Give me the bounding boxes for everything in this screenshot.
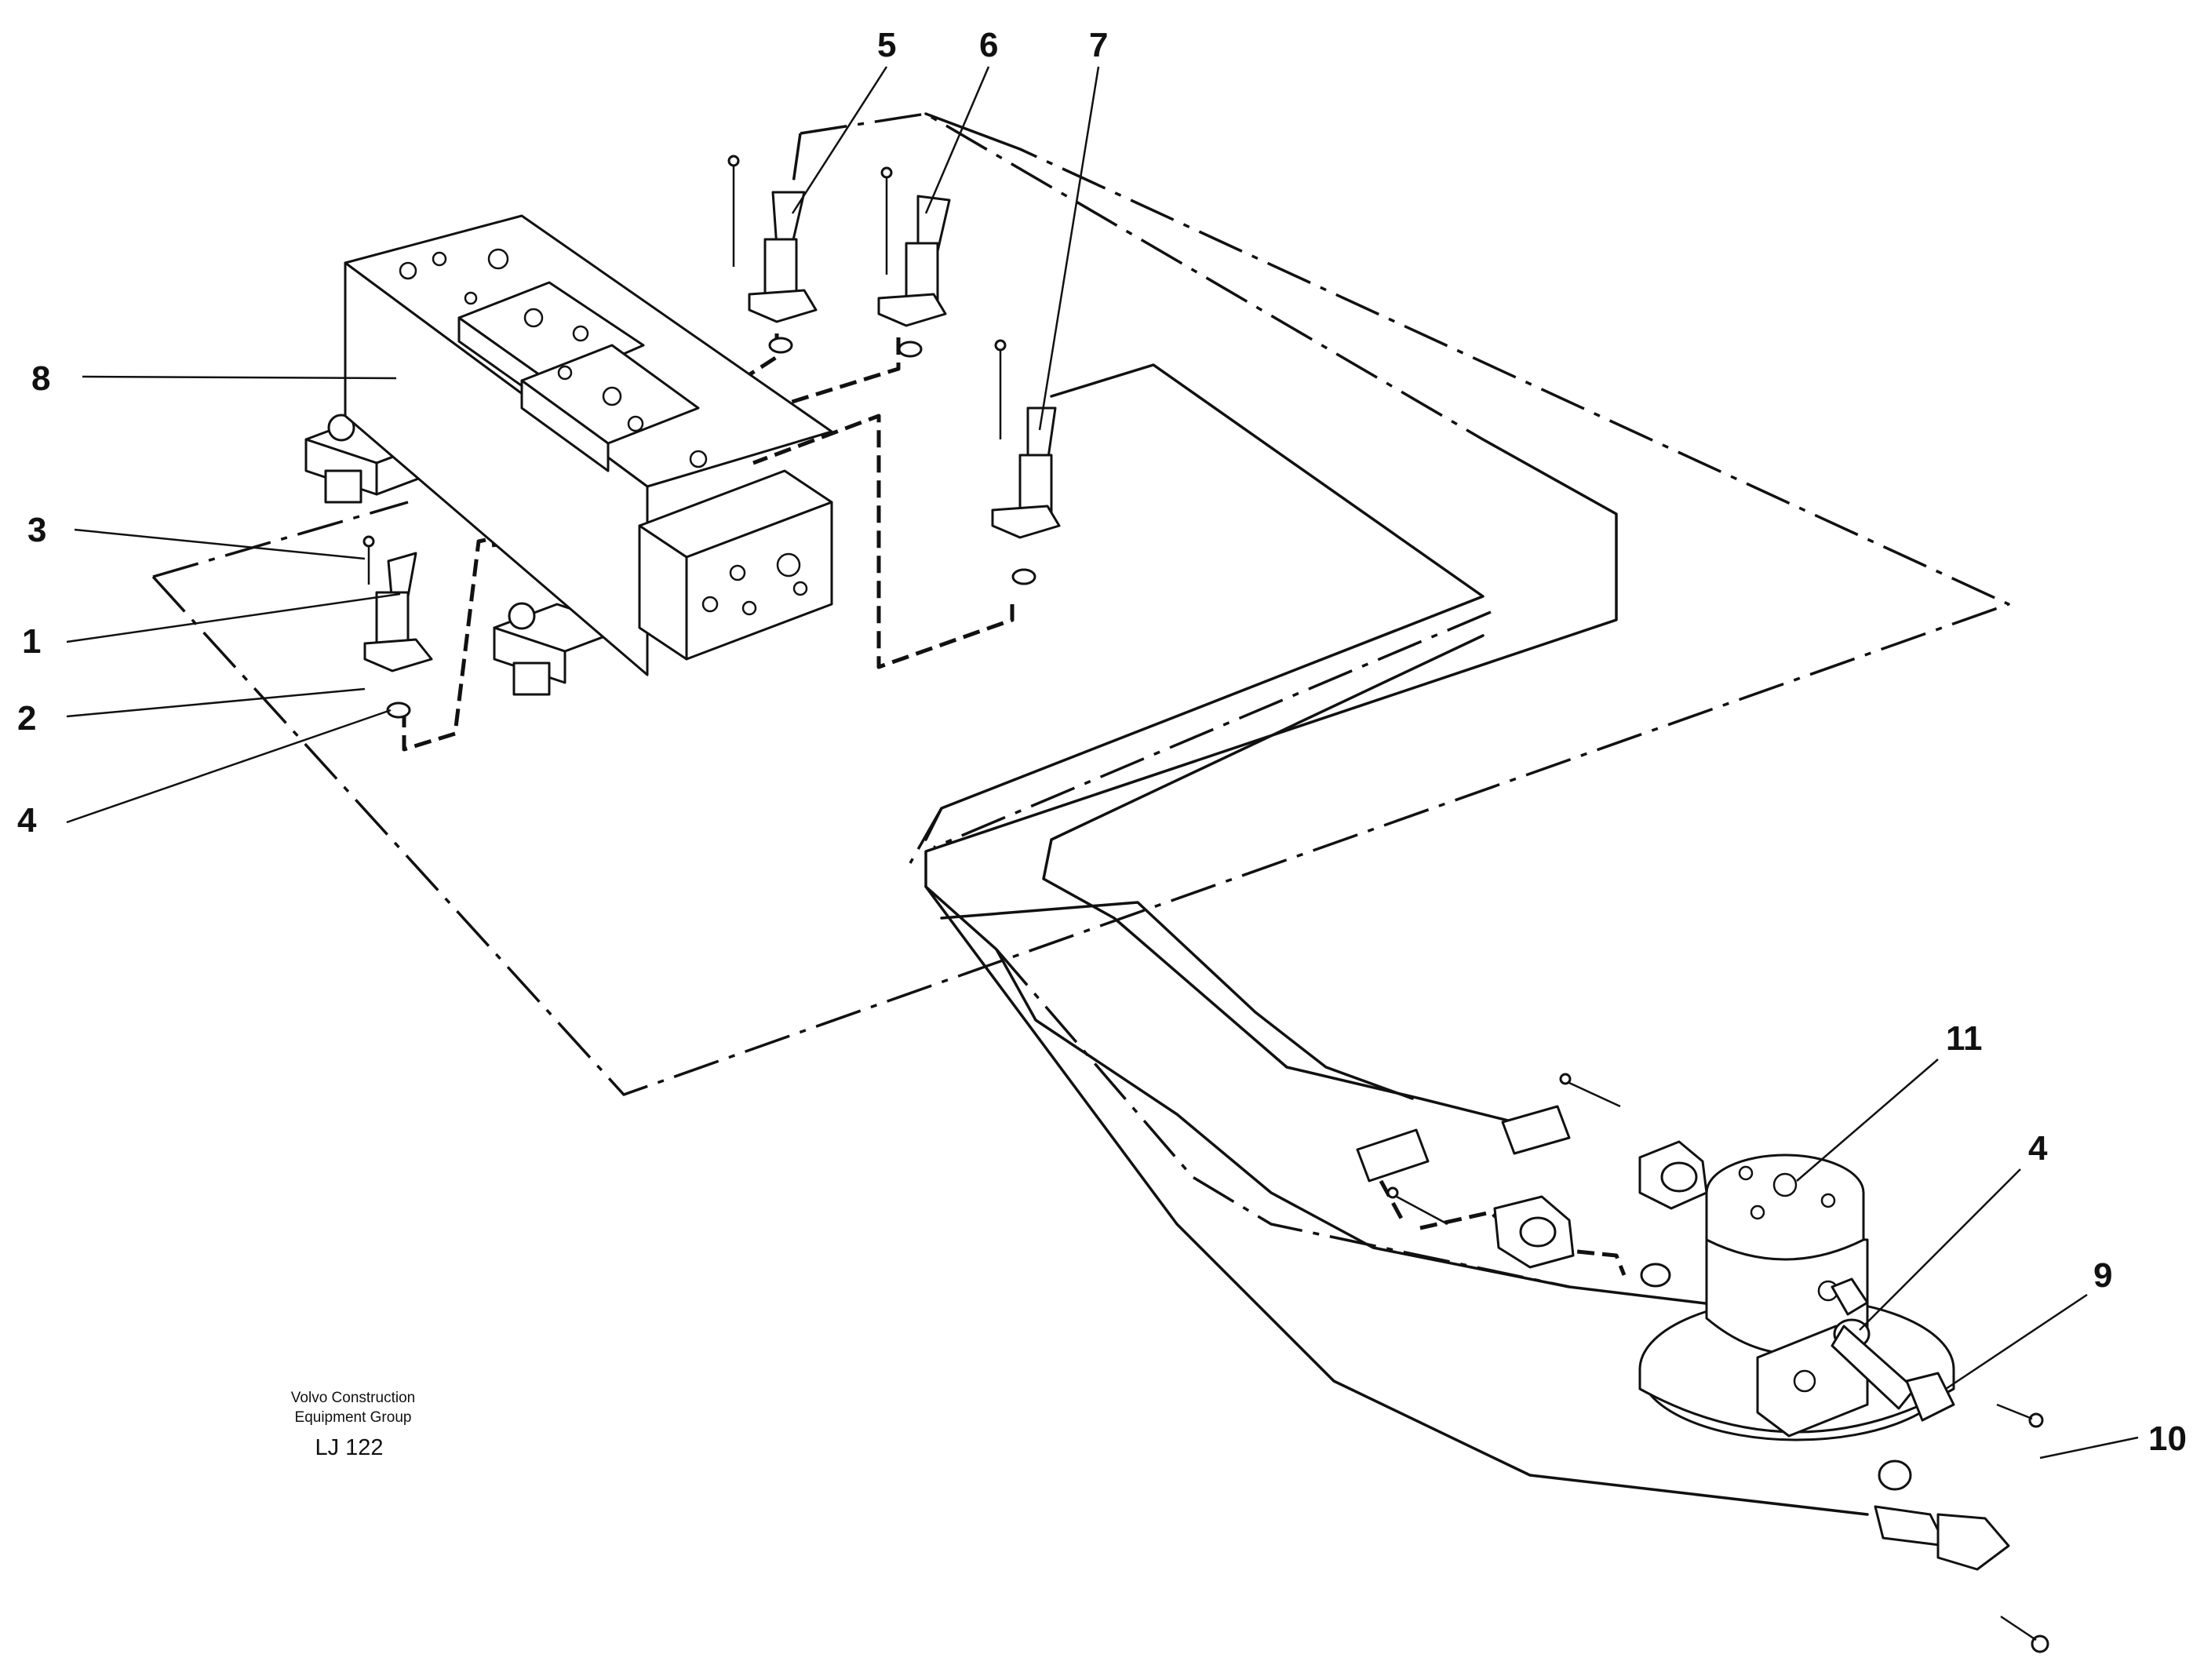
callout-4-left: 4 xyxy=(17,801,37,840)
return-line-outer xyxy=(151,148,2010,1096)
leader-3 xyxy=(74,528,366,560)
leader-4b xyxy=(1859,1168,2021,1331)
valve-block-ports xyxy=(399,248,808,616)
callout-numbers: 8 3 1 2 4 5 6 7 11 4 9 10 xyxy=(17,26,2187,1458)
hydraulic-lines xyxy=(151,112,2010,1516)
pipe-fitting-5 xyxy=(727,155,818,354)
leader-8 xyxy=(82,375,397,380)
pressure-line-b-dash xyxy=(909,610,1492,864)
leader-5 xyxy=(791,66,888,214)
dash-upper-fitting xyxy=(1379,1179,1407,1226)
pipe-fitting-1 xyxy=(362,535,433,719)
callout-7: 7 xyxy=(1089,26,1108,64)
callout-8: 8 xyxy=(31,359,50,398)
pipe-fitting-6 xyxy=(877,166,951,358)
swivel-motor xyxy=(1638,1153,2049,1653)
callout-6: 6 xyxy=(979,26,998,64)
figure-code: LJ 122 xyxy=(315,1435,383,1460)
leader-lines xyxy=(66,66,2139,1460)
publisher-caption: Volvo Construction Equipment Group LJ 12… xyxy=(291,1390,415,1460)
caption-line-2: Equipment Group xyxy=(295,1409,412,1426)
leader-9 xyxy=(1945,1293,2088,1390)
pipe-fitting-7 xyxy=(991,339,1061,585)
callout-4-right: 4 xyxy=(2028,1129,2048,1168)
leader-1 xyxy=(66,592,401,643)
dash-7 xyxy=(752,414,1015,669)
leader-6 xyxy=(924,66,990,214)
control-valve-block xyxy=(304,214,833,696)
pressure-line-a-solid xyxy=(924,112,1830,1320)
callout-10: 10 xyxy=(2148,1419,2187,1458)
drain-line xyxy=(995,948,1570,1288)
leader-10 xyxy=(2039,1436,2139,1460)
leader-4a xyxy=(66,709,392,824)
callout-5: 5 xyxy=(877,26,896,64)
leader-7 xyxy=(1038,66,1100,431)
leader-2 xyxy=(66,687,366,718)
callout-11: 11 xyxy=(1946,1019,1983,1058)
pressure-line-a xyxy=(791,112,1484,441)
caption-line-1: Volvo Construction xyxy=(291,1390,415,1406)
callout-1: 1 xyxy=(22,622,41,661)
motor-line-lower xyxy=(940,901,1414,1100)
callout-9: 9 xyxy=(2093,1256,2112,1295)
return-line-inner xyxy=(1042,634,1516,1124)
callout-2: 2 xyxy=(17,699,36,738)
bottom-line xyxy=(924,885,1869,1516)
motor-hoses xyxy=(1356,1073,1708,1288)
leader-11 xyxy=(1796,1059,1939,1182)
callout-3: 3 xyxy=(27,511,46,549)
